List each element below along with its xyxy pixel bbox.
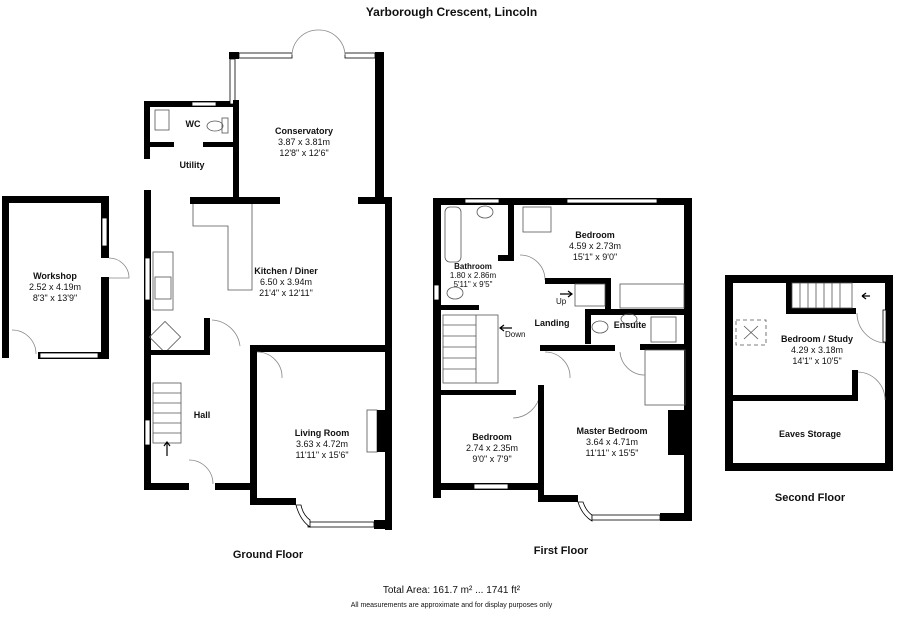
room-imperial: 12'8" x 12'6" (279, 148, 329, 158)
room-bedroom-2: Bedroom 4.59 x 2.73m 15'1" x 9'0" (569, 230, 621, 263)
room-wc: WC (186, 119, 201, 130)
room-bedroom-3: Bedroom 2.74 x 2.35m 9'0" x 7'9" (466, 432, 518, 465)
room-metric: 2.74 x 2.35m (465, 443, 519, 453)
floor-label-ground: Ground Floor (232, 549, 304, 561)
room-name: Bedroom (472, 432, 512, 442)
floor-label-first: First Floor (533, 545, 589, 557)
room-living-room: Living Room 3.63 x 4.72m 11'11" x 15'6" (295, 428, 350, 461)
stairs-up-label: Up (556, 297, 567, 306)
room-name: Utility (179, 160, 205, 170)
room-workshop: Workshop 2.52 x 4.19m 8'3" x 13'9" (29, 271, 81, 304)
room-kitchen-diner: Kitchen / Diner 6.50 x 3.94m 21'4" x 12'… (254, 266, 318, 299)
room-name: Hall (193, 410, 211, 420)
room-imperial: 11'11" x 15'6" (295, 450, 349, 460)
room-bathroom: Bathroom 1.80 x 2.86m 5'11" x 9'5" (450, 262, 496, 289)
room-bedroom-study: Bedroom / Study 4.29 x 3.18m 14'1" x 10'… (781, 334, 853, 367)
room-metric: 3.87 x 3.81m (277, 137, 331, 147)
room-imperial: 11'11" x 15'5" (585, 448, 639, 458)
room-imperial: 21'4" x 12'11" (259, 288, 313, 298)
room-metric: 1.80 x 2.86m (449, 271, 497, 280)
room-imperial: 5'11" x 9'5" (453, 280, 493, 289)
room-landing: Landing (535, 318, 570, 329)
room-eaves-storage: Eaves Storage (779, 429, 841, 440)
room-metric: 6.50 x 3.94m (259, 277, 313, 287)
room-name: Landing (534, 318, 570, 328)
room-hall: Hall (194, 410, 211, 421)
room-metric: 3.63 x 4.72m (295, 439, 349, 449)
room-name: WC (185, 119, 201, 129)
floor-label-second: Second Floor (774, 492, 846, 504)
second-floor-walls (725, 275, 893, 471)
room-name: Ensuite (613, 320, 647, 330)
room-imperial: 14'1" x 10'5" (792, 356, 842, 366)
room-name: Master Bedroom (576, 426, 648, 436)
plan-title: Yarborough Crescent, Lincoln (365, 5, 538, 19)
room-imperial: 9'0" x 7'9" (472, 454, 512, 464)
room-name: Living Room (294, 428, 350, 438)
room-metric: 4.59 x 2.73m (568, 241, 622, 251)
room-imperial: 15'1" x 9'0" (572, 252, 618, 262)
room-imperial: 8'3" x 13'9" (32, 293, 78, 303)
room-metric: 3.64 x 4.71m (585, 437, 639, 447)
room-name: Conservatory (274, 126, 334, 136)
room-name: Bedroom (575, 230, 615, 240)
stairs-down-label: Down (505, 330, 526, 339)
room-utility: Utility (179, 160, 204, 171)
room-name: Workshop (33, 271, 77, 281)
first-floor-walls (433, 198, 692, 522)
room-conservatory: Conservatory 3.87 x 3.81m 12'8" x 12'6" (275, 126, 333, 159)
room-metric: 2.52 x 4.19m (28, 282, 82, 292)
room-name: Eaves Storage (778, 429, 842, 439)
room-name: Bedroom / Study (780, 334, 854, 344)
ground-floor-walls (144, 29, 392, 530)
room-ensuite: Ensuite (614, 320, 647, 331)
room-metric: 4.29 x 3.18m (790, 345, 844, 355)
total-area: Total Area: 161.7 m² ... 1741 ft² (382, 585, 521, 596)
room-master-bedroom: Master Bedroom 3.64 x 4.71m 11'11" x 15'… (576, 426, 647, 459)
disclaimer: All measurements are approximate and for… (350, 602, 553, 609)
workshop-walls (2, 196, 130, 359)
room-name: Bathroom (454, 262, 492, 271)
room-name: Kitchen / Diner (254, 266, 318, 276)
